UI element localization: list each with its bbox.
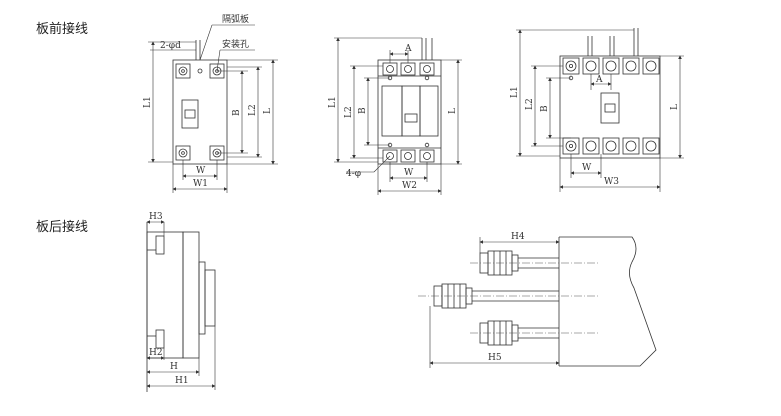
fig1-L-label: L xyxy=(263,108,273,114)
front-wiring-title: 板前接线 xyxy=(36,22,89,37)
hole-spec-label: 2-φd xyxy=(160,41,181,51)
fig1-W-label: W xyxy=(196,166,206,176)
fig2-B-label: B xyxy=(358,107,368,114)
fig3-W-label: W xyxy=(582,163,592,173)
fig2-L-label: L xyxy=(448,108,458,114)
fig4-H1-label: H1 xyxy=(175,376,189,386)
fig3-A-label: A xyxy=(595,75,603,85)
fig3-L2-label: L2 xyxy=(525,98,535,110)
fig4-H-label: H xyxy=(170,362,178,372)
rear-wiring-title: 板后接线 xyxy=(36,220,89,235)
fig5-H4-label: H4 xyxy=(511,232,525,242)
fig3-L-label: L xyxy=(670,104,680,110)
figure-front-2pole xyxy=(148,24,278,193)
fig1-L1-label: L1 xyxy=(143,96,153,108)
figure-rear-studs xyxy=(418,236,657,368)
fig2-W-label: W xyxy=(404,168,414,178)
figure-front-3pole xyxy=(334,37,462,195)
fig1-W1-label: W1 xyxy=(193,179,208,189)
mounting-hole-label: 安装孔 xyxy=(222,38,249,50)
fig3-W3-label: W3 xyxy=(604,177,619,187)
fig5-H5-label: H5 xyxy=(488,353,502,363)
fig3-B-label: B xyxy=(540,105,550,112)
figure-front-4pole xyxy=(516,28,684,192)
fig1-L2-label: L2 xyxy=(248,104,258,116)
arc-barrier-label: 隔弧板 xyxy=(222,13,249,25)
figure-rear-side xyxy=(146,220,216,392)
fig1-B-label: B xyxy=(232,109,242,116)
fig4-H2-label: H2 xyxy=(149,348,163,358)
fig2-W2-label: W2 xyxy=(402,181,417,191)
fig2-L2-label: L2 xyxy=(344,106,354,118)
fig2-holes-label: 4-φ xyxy=(346,169,361,179)
fig3-L1-label: L1 xyxy=(510,86,520,98)
fig2-L1-label: L1 xyxy=(328,96,338,108)
fig2-A-label: A xyxy=(404,44,412,54)
fig4-H3-label: H3 xyxy=(149,212,163,222)
